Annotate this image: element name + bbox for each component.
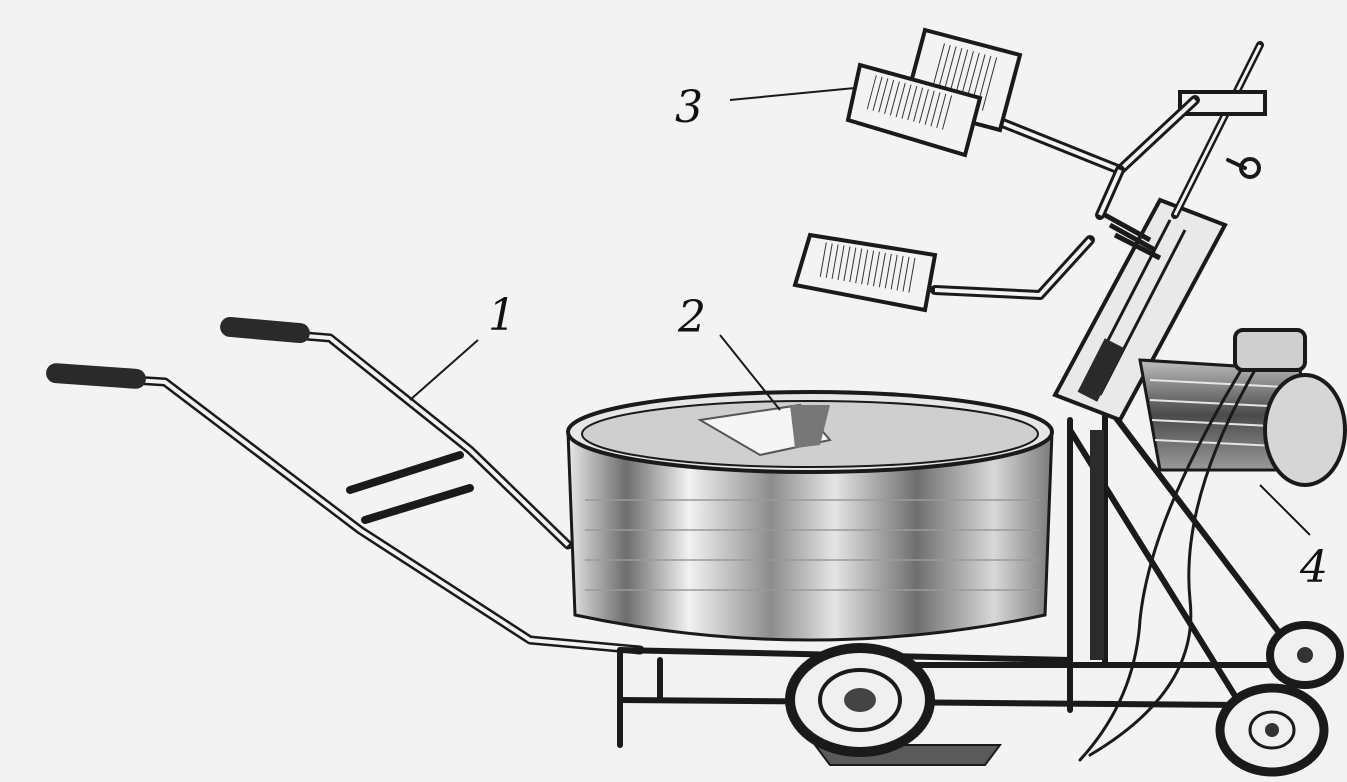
mixing-paddles: [792, 27, 1200, 313]
mixing-bowl: [566, 390, 1054, 642]
mixer-column: [1052, 41, 1267, 423]
callout-4: 4: [1299, 542, 1328, 593]
handle-grip-front: [46, 363, 146, 389]
cart-handle: [46, 316, 645, 655]
callout-3: 3: [675, 82, 703, 133]
callout-1: 1: [488, 290, 516, 341]
handle-grip-back: [220, 316, 310, 344]
leader-lines: [409, 87, 1311, 536]
electric-motor: [1078, 328, 1347, 762]
wheel-rear-right: [1215, 683, 1329, 777]
callout-2: 2: [677, 292, 706, 343]
wheel-front: [785, 643, 935, 757]
wheel-rear-left: [1266, 621, 1344, 689]
